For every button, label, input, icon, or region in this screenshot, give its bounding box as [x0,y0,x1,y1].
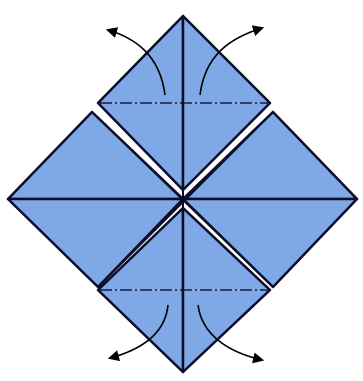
origami-diagram [0,0,363,381]
